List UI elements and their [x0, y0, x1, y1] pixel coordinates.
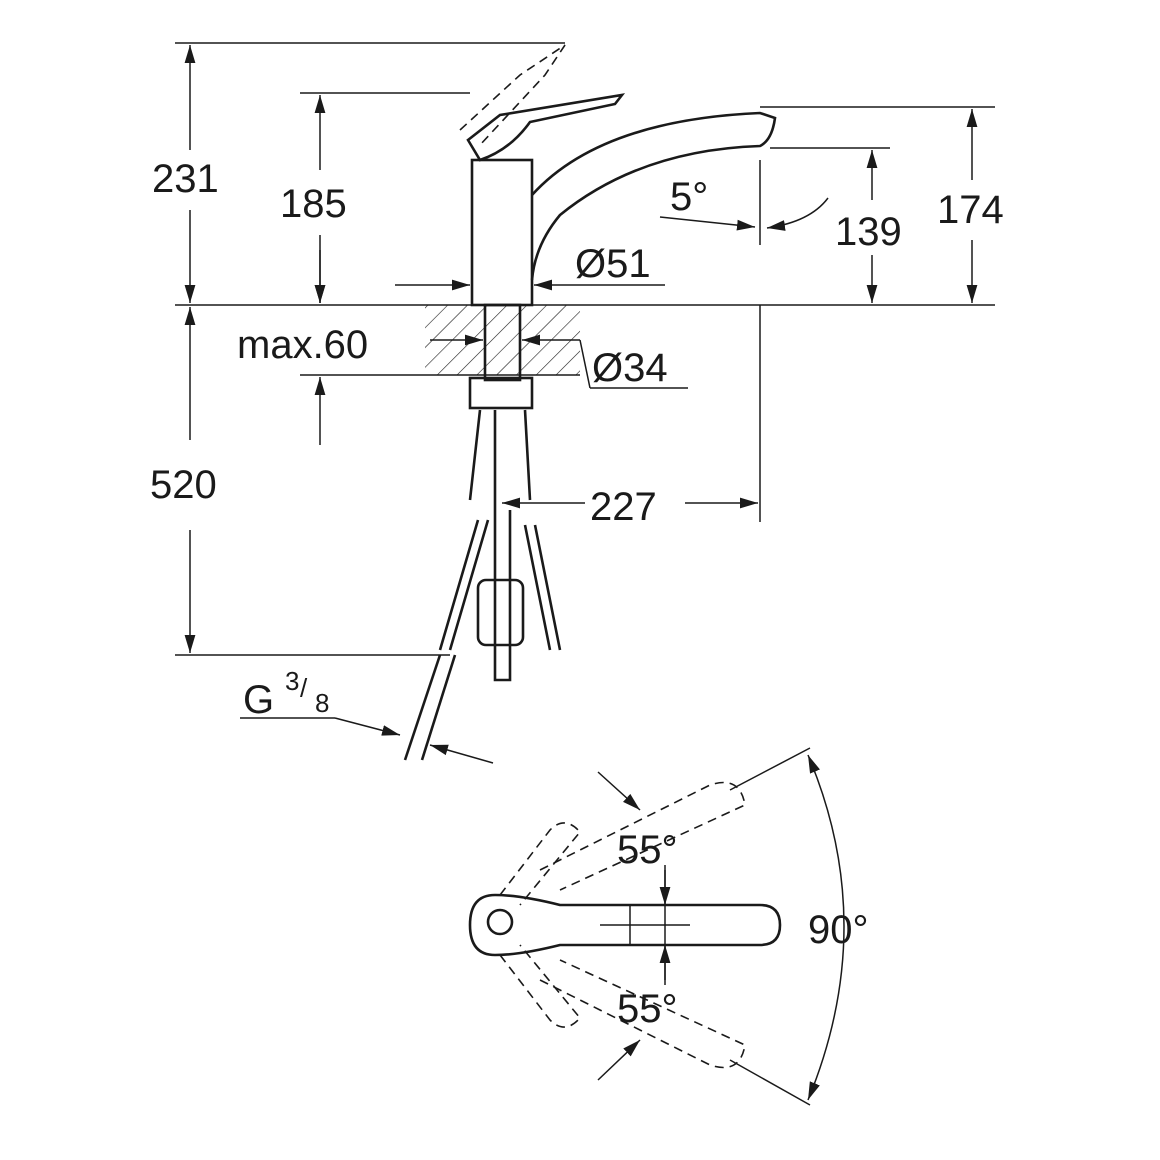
label-angle-up: 55°: [617, 828, 678, 872]
label-angle-down: 55°: [617, 987, 678, 1031]
label-spout-angle: 5°: [670, 175, 708, 219]
label-174: 174: [937, 188, 1004, 232]
label-139: 139: [835, 210, 902, 254]
label-thread-num: 3: [285, 666, 299, 696]
extension-lines: [175, 42, 995, 656]
label-520: 520: [150, 463, 217, 507]
label-231: 231: [152, 157, 219, 201]
label-angle-total: 90°: [808, 908, 869, 952]
label-thread-g: G: [243, 678, 274, 722]
label-max-60: max.60: [237, 323, 368, 367]
label-185: 185: [280, 182, 347, 226]
label-thread-den: 8: [315, 688, 329, 718]
thread-fraction-slash: /: [300, 673, 308, 703]
label-hole-diameter: Ø34: [592, 346, 668, 390]
label-227: 227: [590, 485, 657, 529]
faucet-side-view: [403, 44, 777, 761]
label-body-diameter: Ø51: [575, 242, 651, 286]
lever-plan-view: [468, 747, 845, 1106]
